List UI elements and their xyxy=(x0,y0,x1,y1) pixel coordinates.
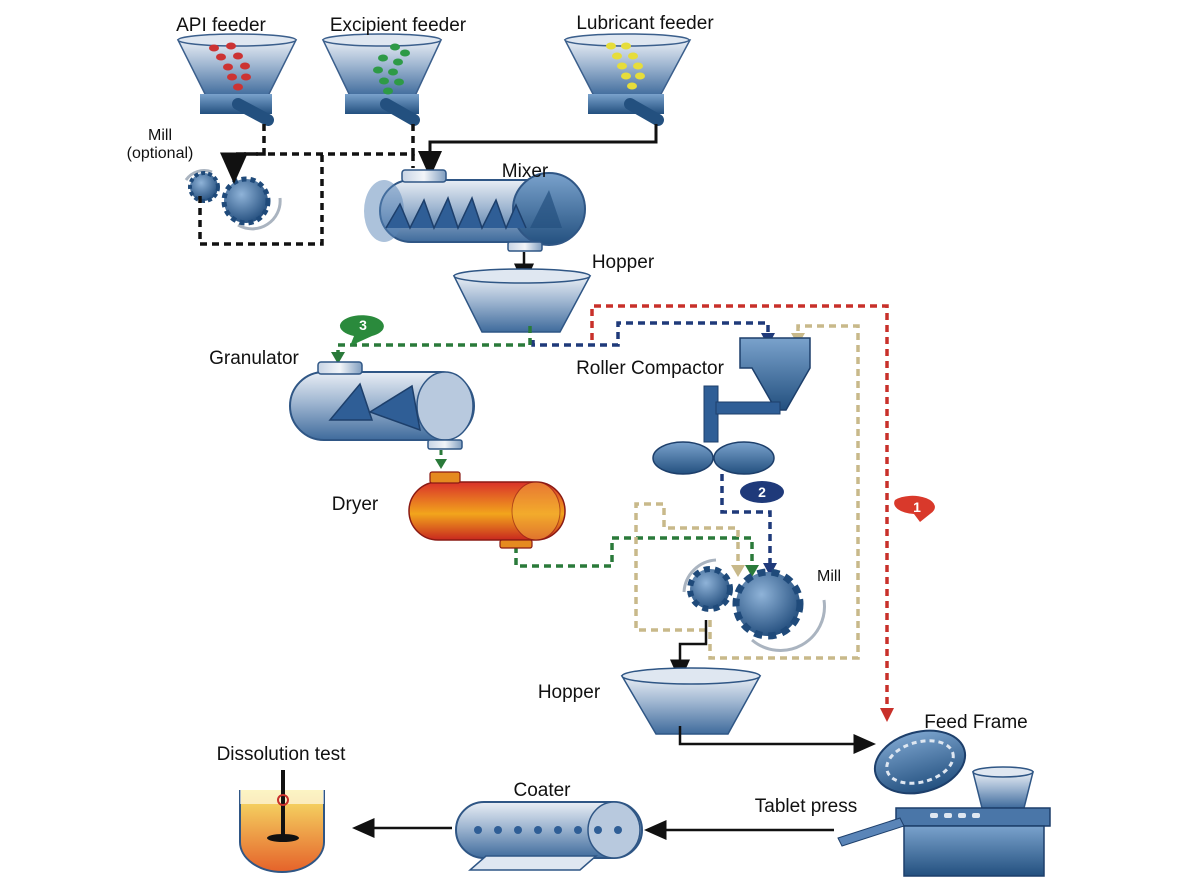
route-2-line-b xyxy=(720,474,772,566)
route-3-badge: 3 xyxy=(339,315,384,346)
excipient-feeder xyxy=(321,33,443,126)
hopper-bottom-label: Hopper xyxy=(538,682,601,703)
mill-optional-label: Mill xyxy=(148,127,172,144)
api-feeder xyxy=(176,33,298,126)
mill-to-hopper-arrow xyxy=(670,620,708,682)
excipient-feeder-label: Excipient feeder xyxy=(330,15,467,36)
tablet-press xyxy=(837,766,1051,877)
roller-compactor-label: Roller Compactor xyxy=(576,358,724,379)
dissolution-test-label: Dissolution test xyxy=(217,744,347,765)
route-3-arrowhead-a xyxy=(331,352,345,364)
lubricant-particles xyxy=(606,42,645,90)
route-tan-arrowhead-b xyxy=(731,565,745,577)
lubricant-feeder-label: Lubricant feeder xyxy=(576,13,714,34)
hopper-to-feedframe-arrow xyxy=(678,726,876,754)
mixer xyxy=(364,169,586,252)
hopper-top-label: Hopper xyxy=(592,252,655,273)
dryer xyxy=(408,471,566,549)
route-tan-line xyxy=(708,324,860,660)
hopper-bottom xyxy=(620,667,762,735)
mixer-label: Mixer xyxy=(502,161,549,182)
route-2-line xyxy=(531,321,770,347)
route-2-badge: 2 xyxy=(740,481,784,503)
tablet-press-label: Tablet press xyxy=(755,796,857,817)
feed-frame xyxy=(873,729,967,795)
lubricant-to-mixer-line xyxy=(418,124,658,178)
mill-label: Mill xyxy=(817,568,841,585)
api-feeder-label: API feeder xyxy=(176,15,266,36)
lubricant-feeder xyxy=(563,33,692,126)
dryer-label: Dryer xyxy=(332,494,379,515)
svg-text:1: 1 xyxy=(913,499,921,515)
svg-text:3: 3 xyxy=(359,317,367,333)
api-particles xyxy=(209,42,251,91)
hopper-top xyxy=(452,268,592,333)
granulator xyxy=(289,361,475,450)
route-2-arrowhead-b xyxy=(763,563,777,576)
route-tan-line-b xyxy=(634,502,740,632)
dissolution-vessel xyxy=(239,770,325,873)
route-1-badge: 1 xyxy=(894,495,935,522)
excipient-particles xyxy=(373,43,410,95)
route-3-arrowhead-c xyxy=(745,565,759,577)
roller-compactor xyxy=(652,337,811,475)
granulator-label: Granulator xyxy=(209,348,299,369)
route-3-arrowhead-b xyxy=(435,459,447,469)
svg-text:2: 2 xyxy=(758,484,766,500)
route-3-line-c xyxy=(514,536,754,568)
mill-optional-sublabel: (optional) xyxy=(127,145,194,162)
feed-frame-label: Feed Frame xyxy=(924,712,1027,733)
route-3-line xyxy=(336,326,532,354)
coater-label: Coater xyxy=(513,780,571,801)
route-1-arrowhead xyxy=(880,708,894,722)
mill-gears xyxy=(682,558,826,652)
coater xyxy=(455,801,643,871)
route-1-line xyxy=(590,304,889,712)
